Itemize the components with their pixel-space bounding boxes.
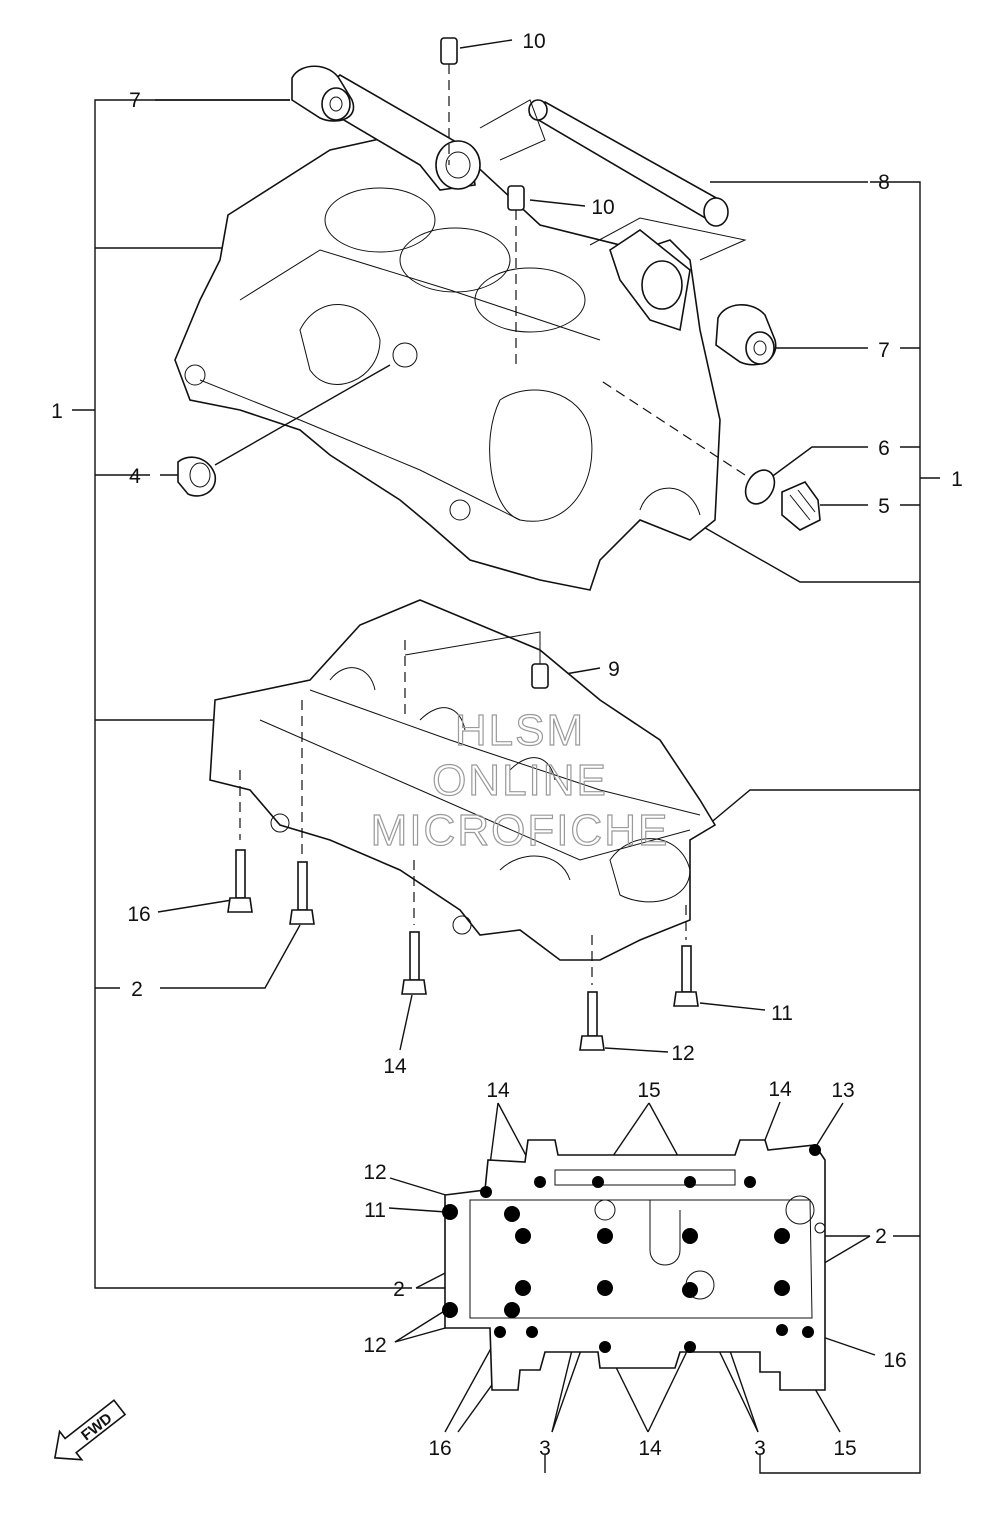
callout-12-plan-top: 12	[363, 1161, 386, 1184]
callout-13: 13	[831, 1079, 854, 1102]
callout-11-plan: 11	[364, 1199, 386, 1222]
callout-3-left: 3	[539, 1437, 551, 1460]
o-ring	[599, 379, 776, 505]
bolts	[227, 700, 699, 1051]
callout-14-plan-right: 14	[768, 1078, 792, 1101]
callout-2-plan-left: 2	[393, 1278, 405, 1301]
plug	[177, 364, 391, 497]
upper-crankcase	[174, 129, 721, 591]
watermark-line-2: ONLINE	[432, 756, 608, 805]
callout-11-bolt: 11	[771, 1002, 793, 1025]
callout-1-left: 1	[51, 400, 63, 423]
callout-6: 6	[878, 437, 890, 460]
callout-10-mid: 10	[591, 196, 614, 219]
callout-14-plan-left: 14	[486, 1079, 510, 1102]
callout-4: 4	[129, 465, 141, 488]
watermark-line-3: MICROFICHE	[371, 806, 670, 855]
callout-1-right: 1	[951, 468, 963, 491]
callout-2-plan-right: 2	[875, 1225, 887, 1248]
dowel-pins-upper	[440, 37, 525, 370]
watermark-line-1: HLSM	[455, 706, 585, 755]
callout-9: 9	[608, 658, 620, 681]
mount-sleeve	[479, 99, 747, 261]
callout-numbers: 7 10 10 8 7 6 1 5 1 4 9 16 2 11 12 14 14…	[51, 30, 963, 1460]
callout-12-plan-bottom: 12	[363, 1334, 386, 1357]
callout-12-bolt: 12	[671, 1042, 694, 1065]
mount-bushing-rear	[291, 65, 355, 122]
callout-5: 5	[878, 495, 890, 518]
plan-bolt-holes	[442, 1144, 821, 1353]
callout-10-top: 10	[522, 30, 545, 53]
fwd-arrow-icon: FWD	[53, 1399, 127, 1461]
callout-16-bolt: 16	[127, 903, 150, 926]
plan-view	[444, 1139, 826, 1391]
callout-8: 8	[878, 171, 890, 194]
mount-bushing-front	[715, 304, 777, 366]
callout-16-plan-right: 16	[883, 1349, 906, 1372]
oil-filler-cap	[781, 481, 821, 531]
callout-15-top: 15	[637, 1079, 660, 1102]
watermark: HLSM ONLINE MICROFICHE	[370, 705, 670, 855]
callout-2-bolt: 2	[131, 978, 143, 1001]
lower-crankcase	[209, 599, 717, 961]
callout-14-bolt: 14	[383, 1055, 407, 1078]
callout-7-right: 7	[878, 339, 890, 362]
callout-16-plan-left: 16	[428, 1437, 451, 1460]
front-engine-mount	[609, 229, 691, 332]
dowel-pin-lower	[531, 663, 549, 689]
callout-15-bottom: 15	[833, 1437, 856, 1460]
callout-3-right: 3	[754, 1437, 766, 1460]
callout-7-left: 7	[129, 89, 141, 112]
callout-14-plan-bottom: 14	[638, 1437, 662, 1460]
